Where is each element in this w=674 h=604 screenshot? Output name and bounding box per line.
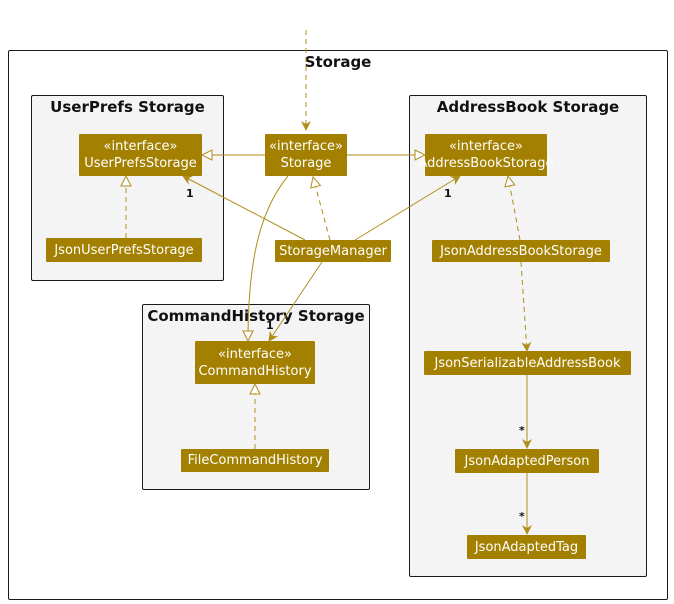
userprefs-storage-name: UserPrefsStorage bbox=[84, 156, 197, 171]
userprefs-storage-stereotype: «interface» bbox=[103, 139, 178, 154]
addressbook-storage-package-title: AddressBook Storage bbox=[436, 98, 620, 116]
addressbook-storage-stereotype: «interface» bbox=[449, 139, 523, 154]
storage-manager-name: StorageManager bbox=[279, 243, 387, 259]
multiplicity-tag: * bbox=[519, 510, 525, 523]
json-adapted-tag-name: JsonAdaptedTag bbox=[474, 539, 579, 555]
file-command-history-name: FileCommandHistory bbox=[187, 453, 323, 468]
userprefs-storage-interface[interactable]: «interface» UserPrefsStorage bbox=[79, 134, 202, 176]
storage-stereotype: «interface» bbox=[269, 139, 343, 154]
command-history-stereotype: «interface» bbox=[218, 346, 292, 362]
json-serializable-addressbook-name: JsonSerializableAddressBook bbox=[434, 355, 621, 371]
command-history-interface[interactable]: «interface» CommandHistory bbox=[195, 341, 315, 384]
userprefs-storage-package-title: UserPrefs Storage bbox=[50, 98, 205, 116]
json-adapted-person-class[interactable]: JsonAdaptedPerson bbox=[455, 449, 599, 473]
storage-frame-title: Storage bbox=[304, 53, 372, 71]
json-addressbook-storage-class[interactable]: JsonAddressBookStorage bbox=[432, 240, 610, 262]
storage-manager-class[interactable]: StorageManager bbox=[275, 240, 391, 262]
addressbook-storage-name: AddressBookStorage bbox=[418, 156, 554, 171]
commandhistory-storage-package-title: CommandHistory Storage bbox=[147, 307, 365, 325]
storage-name: Storage bbox=[280, 156, 332, 171]
multiplicity-userprefs: 1 bbox=[186, 187, 194, 200]
json-userprefs-storage-name: JsonUserPrefsStorage bbox=[54, 242, 194, 258]
multiplicity-addressbook: 1 bbox=[444, 187, 452, 200]
json-adapted-person-name: JsonAdaptedPerson bbox=[464, 453, 590, 469]
multiplicity-commandhistory: 1 bbox=[266, 319, 274, 332]
command-history-name: CommandHistory bbox=[198, 363, 312, 379]
json-addressbook-storage-name: JsonAddressBookStorage bbox=[440, 243, 602, 259]
file-command-history-class[interactable]: FileCommandHistory bbox=[181, 449, 329, 472]
json-adapted-tag-class[interactable]: JsonAdaptedTag bbox=[467, 535, 586, 559]
multiplicity-person: * bbox=[519, 424, 525, 437]
storage-interface[interactable]: «interface» Storage bbox=[265, 134, 347, 176]
addressbook-storage-interface[interactable]: «interface» AddressBookStorage bbox=[419, 134, 554, 176]
json-userprefs-storage-class[interactable]: JsonUserPrefsStorage bbox=[46, 238, 202, 262]
json-serializable-addressbook-class[interactable]: JsonSerializableAddressBook bbox=[424, 351, 631, 375]
